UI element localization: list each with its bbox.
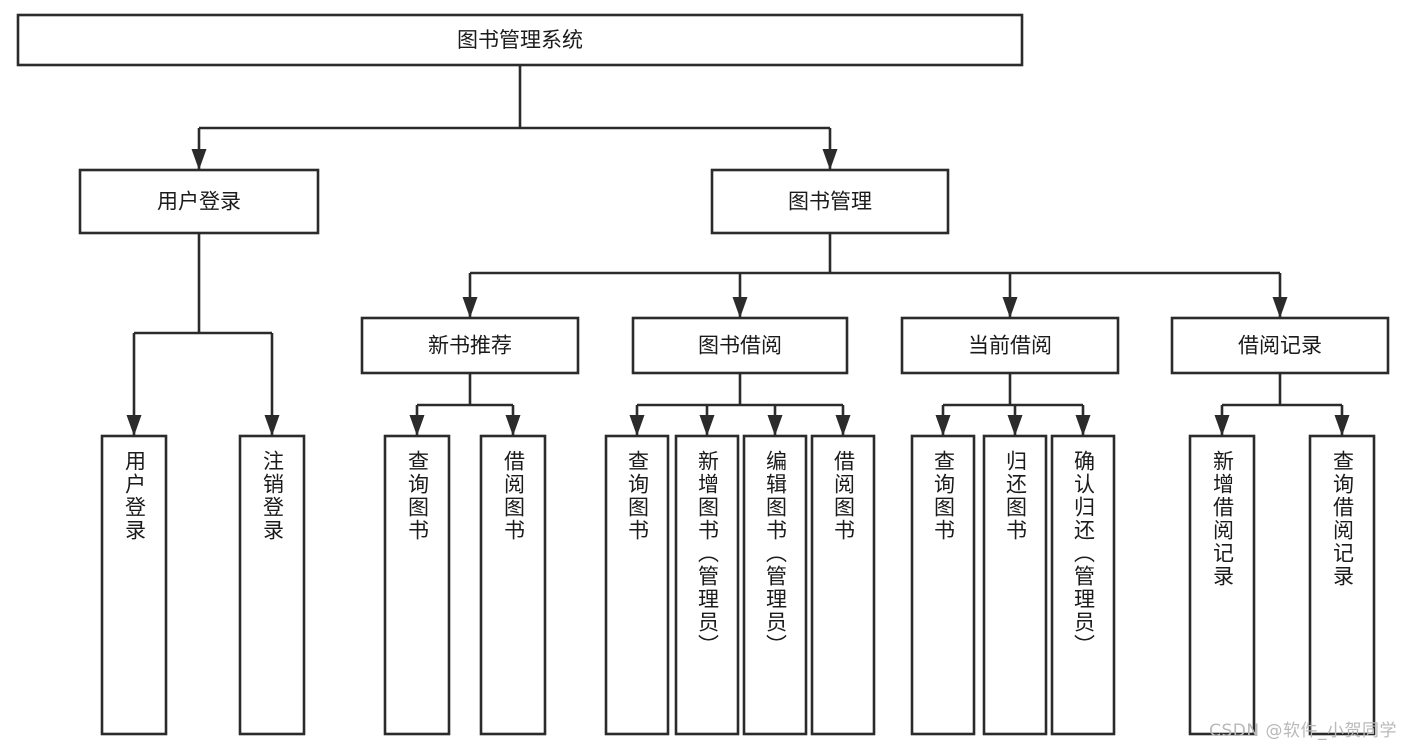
conn-userlogin-arrow-0 <box>126 415 142 436</box>
conn-borrow-arrow-1 <box>699 415 715 436</box>
node-label-level3-1: 图书借阅 <box>698 334 782 358</box>
node-box-level2-1[interactable] <box>710 168 950 235</box>
node-box-leaf-3[interactable] <box>479 434 547 736</box>
node-box-leaf-11[interactable] <box>1188 434 1256 736</box>
node-box-leaf-10[interactable] <box>1050 434 1116 736</box>
node-box-leaf-4[interactable] <box>604 434 670 736</box>
node-box-level3-3[interactable] <box>1170 316 1390 375</box>
node-box-leaf-5[interactable] <box>674 434 740 736</box>
node-box-level3-0[interactable] <box>360 316 580 375</box>
node-box-leaf-9[interactable] <box>982 434 1048 736</box>
node-box-leaf-2[interactable] <box>383 434 451 736</box>
conn-borrow-arrow-0 <box>629 415 645 436</box>
node-box-level3-1[interactable] <box>631 316 849 375</box>
conn-current-arrow-2 <box>1075 415 1091 436</box>
conn-current-arrow-1 <box>1007 415 1023 436</box>
conn-borrow-arrow-2 <box>767 415 783 436</box>
node-label-level2-0: 用户登录 <box>157 190 241 214</box>
conn-bookmgmt-arrow-0 <box>462 297 478 318</box>
conn-borrow-arrow-3 <box>835 415 851 436</box>
node-box-layer <box>16 13 1390 736</box>
conn-current-arrow-0 <box>935 415 951 436</box>
node-box-leaf-0[interactable] <box>100 434 168 736</box>
conn-root-arrow-0 <box>191 149 207 170</box>
conn-userlogin-arrow-1 <box>264 415 280 436</box>
conn-bookmgmt-arrow-1 <box>732 297 748 318</box>
node-box-level2-0[interactable] <box>78 168 320 235</box>
node-label-level3-0: 新书推荐 <box>428 334 512 358</box>
node-box-leaf-12[interactable] <box>1308 434 1376 736</box>
conn-record-arrow-1 <box>1334 415 1350 436</box>
node-label-level3-3: 借阅记录 <box>1238 334 1322 358</box>
node-box-leaf-1[interactable] <box>238 434 306 736</box>
node-box-leaf-6[interactable] <box>742 434 808 736</box>
node-box-leaf-7[interactable] <box>810 434 876 736</box>
conn-bookmgmt-arrow-3 <box>1272 297 1288 318</box>
connector-layer <box>126 65 1350 436</box>
node-label-level2-1: 图书管理 <box>788 190 872 214</box>
conn-newbook-arrow-1 <box>505 415 521 436</box>
node-box-root[interactable] <box>16 13 1024 67</box>
watermark-text: CSDN @软件_小贺同学 <box>1209 721 1397 741</box>
conn-record-arrow-0 <box>1214 415 1230 436</box>
node-box-level3-2[interactable] <box>900 316 1120 375</box>
conn-newbook-arrow-0 <box>409 415 425 436</box>
conn-bookmgmt-arrow-2 <box>1002 297 1018 318</box>
conn-root-arrow-1 <box>822 149 838 170</box>
node-label-root: 图书管理系统 <box>457 28 583 52</box>
node-label-level3-2: 当前借阅 <box>968 334 1052 358</box>
node-box-leaf-8[interactable] <box>910 434 976 736</box>
